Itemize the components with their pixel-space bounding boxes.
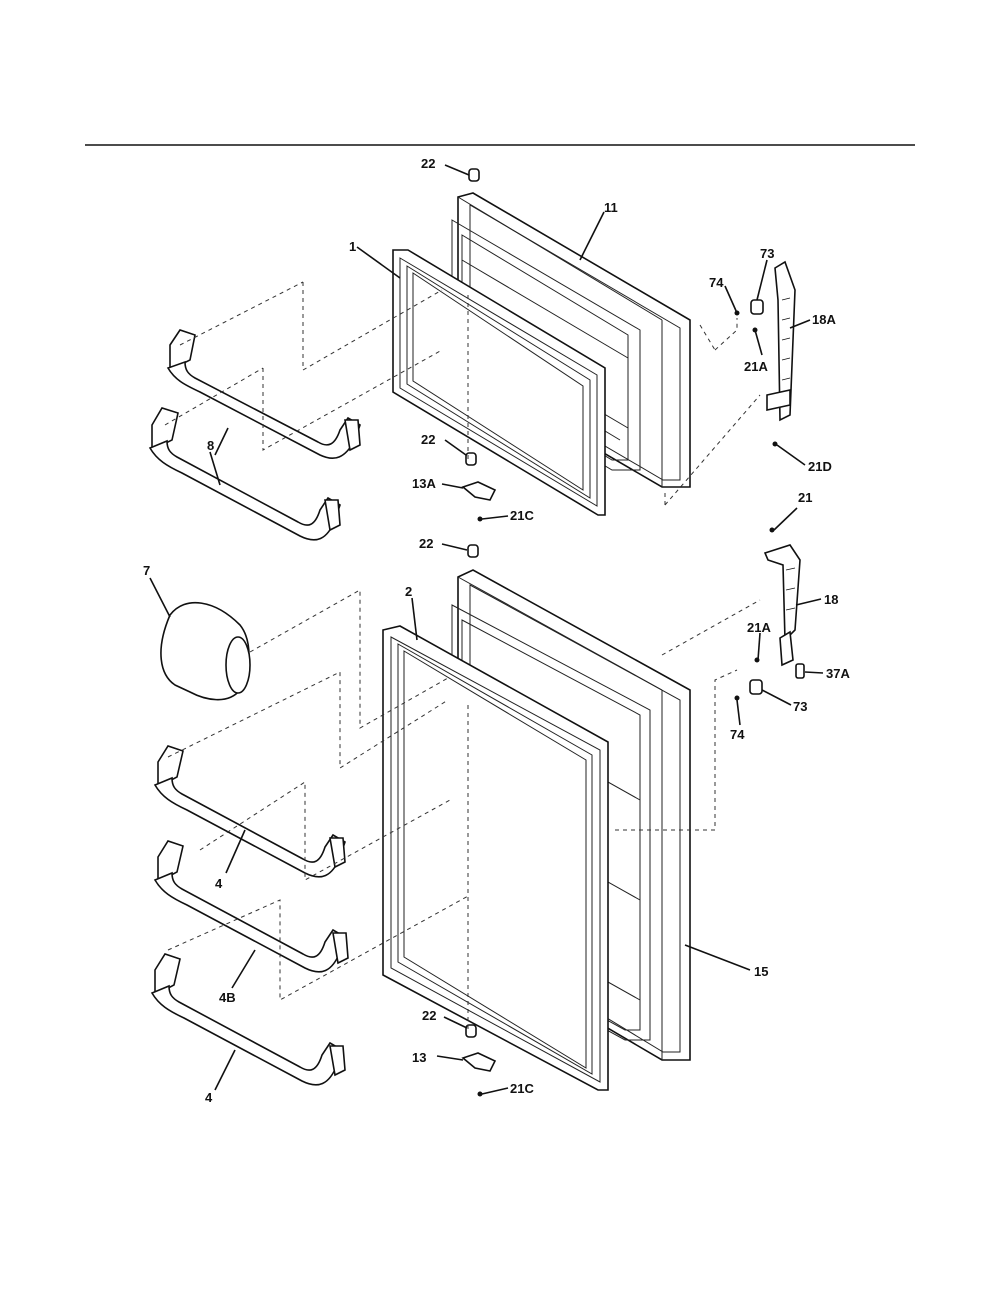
callout-11: 11 xyxy=(604,200,618,215)
fresh-food-shelf-1 xyxy=(153,745,346,878)
leader-lines xyxy=(149,164,824,1095)
callout-1: 1 xyxy=(349,239,356,254)
assembly-line xyxy=(661,599,761,656)
callout-21a: 21A xyxy=(747,620,771,635)
freezer-shelf-upper xyxy=(166,329,361,459)
callout-13: 13 xyxy=(412,1050,426,1065)
fresh-food-shelf-3 xyxy=(150,953,346,1086)
screw-21c-upper xyxy=(477,516,483,522)
callout-74: 74 xyxy=(730,727,745,742)
assembly-line xyxy=(262,349,443,451)
callout-18a: 18A xyxy=(812,312,836,327)
screw-21c-lower xyxy=(477,1091,483,1097)
callout-74: 74 xyxy=(709,275,724,290)
callout-21c: 21C xyxy=(510,508,534,523)
hinge-bushing-lower xyxy=(749,679,763,695)
callout-8: 8 xyxy=(207,438,214,453)
callout-21d: 21D xyxy=(808,459,832,474)
callout-21: 21 xyxy=(798,490,812,505)
assembly-line xyxy=(664,394,761,506)
lower-hinge xyxy=(763,544,801,667)
freezer-shelf-lower xyxy=(148,407,341,541)
callout-22: 22 xyxy=(421,156,435,171)
screw-74-lower xyxy=(734,695,740,701)
freezer-door-gasket xyxy=(392,249,606,516)
callout-73: 73 xyxy=(793,699,807,714)
fresh-food-door-gasket xyxy=(382,625,609,1091)
callout-22: 22 xyxy=(419,536,433,551)
callout-4b: 4B xyxy=(219,990,236,1005)
hinge-pin-37a xyxy=(795,663,805,679)
callout-4: 4 xyxy=(205,1090,213,1105)
dairy-bin xyxy=(160,601,251,701)
callout-73: 73 xyxy=(760,246,774,261)
hinge-cam-13 xyxy=(461,1052,497,1072)
callout-4: 4 xyxy=(215,876,223,891)
callout-21c: 21C xyxy=(510,1081,534,1096)
callout-13a: 13A xyxy=(412,476,436,491)
hinge-bushing-upper xyxy=(750,299,764,315)
callout-21a: 21A xyxy=(744,359,768,374)
fresh-food-shelf-2 xyxy=(153,840,349,973)
assembly-line xyxy=(249,589,449,729)
assembly-line xyxy=(714,318,738,351)
callout-18: 18 xyxy=(824,592,838,607)
assembly-line xyxy=(615,669,738,831)
door-stop-22-fresh-top xyxy=(467,544,479,558)
hinge-cam-13a xyxy=(461,481,497,501)
assembly-line xyxy=(302,282,443,371)
upper-hinge xyxy=(766,260,796,422)
callout-22: 22 xyxy=(421,432,435,447)
door-stop-22-top xyxy=(468,168,480,182)
assembly-line xyxy=(164,367,264,426)
callout-15: 15 xyxy=(754,964,768,979)
assembly-line xyxy=(167,894,471,1001)
screw-21 xyxy=(769,527,775,533)
assembly-line xyxy=(199,781,451,881)
callout-22: 22 xyxy=(422,1008,436,1023)
assembly-line xyxy=(699,324,716,351)
callout-7: 7 xyxy=(143,563,150,578)
callout-2: 2 xyxy=(405,584,412,599)
assembly-line xyxy=(179,281,304,346)
screw-21d xyxy=(772,441,778,447)
callout-37a: 37A xyxy=(826,666,850,681)
